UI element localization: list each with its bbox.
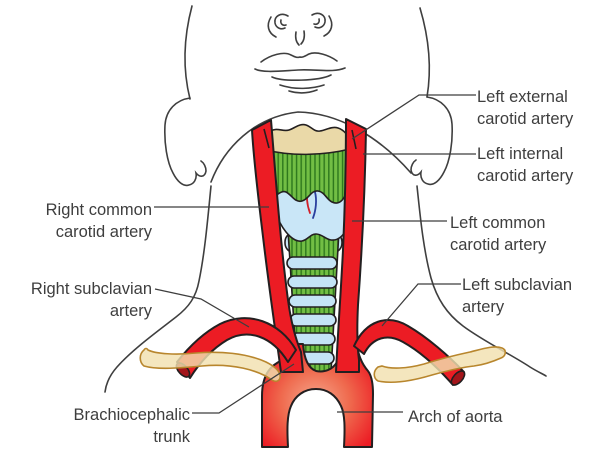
label-left-internal-carotid-artery: Left internal carotid artery [477,143,573,187]
tracheal-ring [287,275,338,289]
leader-lines [154,94,476,414]
label-line: Left common [450,214,546,232]
label-right-subclavian-artery: Right subclavian artery [31,278,152,322]
chin-crease-1 [279,84,325,90]
subclavian-arteries [175,317,466,386]
left-nostril-inner [280,19,287,27]
columella-left [294,31,300,46]
left-carotid-bifurcation-line [351,129,357,150]
label-line: carotid artery [477,110,574,128]
left-clavicle [373,346,507,383]
right-clavicle [139,347,281,382]
label-right-common-carotid-artery: Right common carotid artery [46,199,152,243]
median-line-blue [312,191,317,219]
right-nose-wing [323,15,333,37]
left-common-carotid-artery-shape [335,118,367,373]
left-ear [164,97,207,187]
right-ear [410,96,453,186]
leader-brachiocephalic-trunk [192,363,295,414]
label-line: Left internal [477,145,564,163]
mouth [254,52,346,94]
label-line: Right subclavian [30,280,152,298]
nose [267,12,333,46]
leader-left-external-carotid [351,94,476,140]
leader-left-subclavian [381,283,461,327]
label-line: Left subclavian [462,276,573,294]
right-cheek-line [419,7,431,98]
label-line: carotid artery [477,167,574,185]
jaw-chin-arc [210,111,412,183]
label-line: carotid artery [450,236,547,254]
columella-right [300,30,306,45]
right-nostril-inner [313,18,320,26]
label-line: artery [462,298,505,316]
left-nose-wing [267,16,277,38]
carotid-arteries [251,118,367,373]
right-carotid-bifurcation-line [263,128,270,149]
label-left-external-carotid-artery: Left external carotid artery [477,86,573,130]
mouth-line [254,67,346,73]
label-line: Left external [477,88,568,106]
tracheal-ring [286,256,338,270]
leader-right-subclavian [154,288,250,328]
left-subclavian-cut-end [450,370,466,386]
lower-lip-line [271,74,332,81]
larynx-trachea [264,123,356,373]
label-brachiocephalic-trunk: Brachiocephalic trunk [74,404,190,448]
label-line: trunk [153,428,190,446]
label-left-subclavian-artery: Left subclavian artery [462,274,572,318]
chin-crease-2 [288,89,318,94]
label-line: Brachiocephalic [73,406,190,424]
label-line: Right common [45,201,152,219]
label-line: artery [109,302,152,320]
clavicles [139,346,507,383]
label-arch-of-aorta: Arch of aorta [408,406,502,428]
tracheal-ring [288,294,337,308]
right-nostril-icon [311,12,326,29]
left-neck-shoulder-line [104,185,212,393]
upper-lip-line [260,52,338,63]
right-neck-shoulder-line [416,185,547,377]
label-line: carotid artery [55,223,152,241]
left-cheek-line [184,5,193,100]
right-common-carotid-artery-shape [251,119,304,373]
tracheal-ring [289,313,337,327]
hyoid-bone [264,123,351,156]
label-left-common-carotid-artery: Left common carotid artery [450,212,546,256]
left-nostril-icon [274,13,289,30]
label-line: Arch of aorta [408,408,503,426]
face-outline [104,5,547,393]
